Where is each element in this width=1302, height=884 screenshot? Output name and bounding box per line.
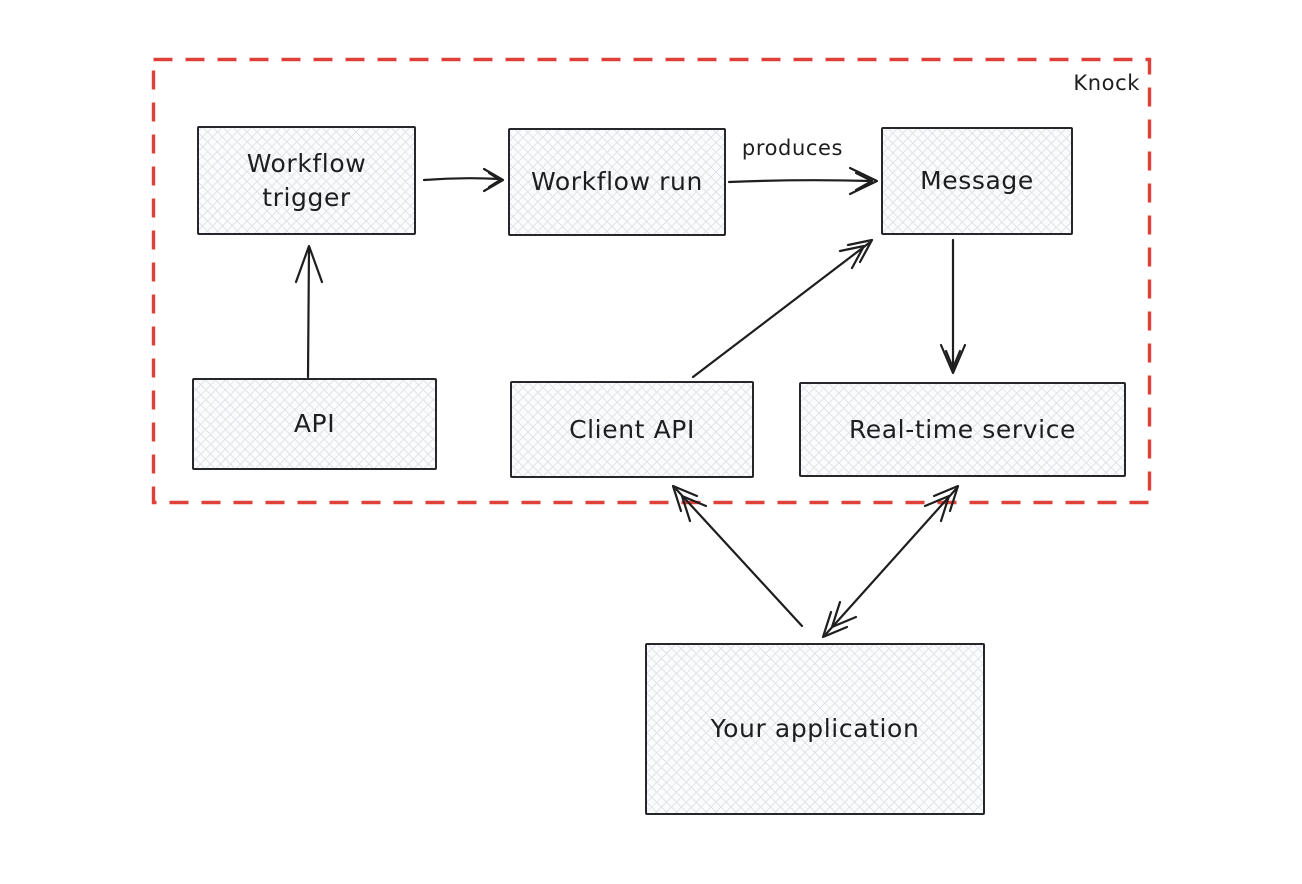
arrowhead-icon (854, 171, 874, 192)
node-workflow-trigger: Workflow trigger (197, 126, 416, 235)
node-client-api-label: Client API (569, 414, 695, 444)
edge-your-application-to-realtime-service (821, 484, 960, 639)
node-message: Message (881, 127, 1073, 235)
arrowhead-icon (680, 494, 708, 523)
arrowhead-icon (487, 171, 502, 189)
edge-workflow-run-to-message (727, 166, 879, 196)
node-message-label: Message (920, 166, 1034, 196)
edge-message-to-realtime-service (939, 238, 967, 375)
edge-client-api-to-message (691, 238, 874, 379)
node-your-application: Your application (645, 643, 985, 815)
node-workflow-trigger-label: Workflow trigger (246, 148, 367, 212)
arrowhead-icon (838, 244, 866, 270)
node-client-api: Client API (510, 381, 754, 478)
arrowhead-icon (848, 166, 879, 196)
node-api: API (192, 378, 437, 470)
arrowhead-icon (944, 349, 962, 370)
arrowhead-icon (671, 484, 699, 513)
node-workflow-run: Workflow run (508, 128, 726, 236)
node-workflow-run-label: Workflow run (531, 167, 703, 197)
node-api-label: API (293, 409, 336, 439)
arrowhead-icon (294, 244, 324, 284)
produces-edge-label: produces (741, 136, 844, 160)
edge-workflow-trigger-to-workflow-run (422, 167, 505, 193)
arrowhead-icon (923, 494, 951, 523)
node-realtime-service: Real-time service (799, 382, 1126, 477)
arrowhead-icon (846, 238, 874, 264)
knock-boundary-frame (151, 57, 1152, 505)
arrowhead-icon (830, 600, 858, 629)
knock-frame-label: Knock (1073, 71, 1140, 95)
arrowhead-icon (939, 343, 967, 375)
edge-api-to-workflow-trigger (294, 244, 324, 379)
node-your-application-label: Your application (710, 714, 920, 744)
node-realtime-service-label: Real-time service (848, 414, 1077, 444)
arrowhead-icon (821, 610, 849, 639)
edge-your-application-to-client-api (671, 484, 804, 628)
arrowhead-icon (932, 484, 960, 513)
